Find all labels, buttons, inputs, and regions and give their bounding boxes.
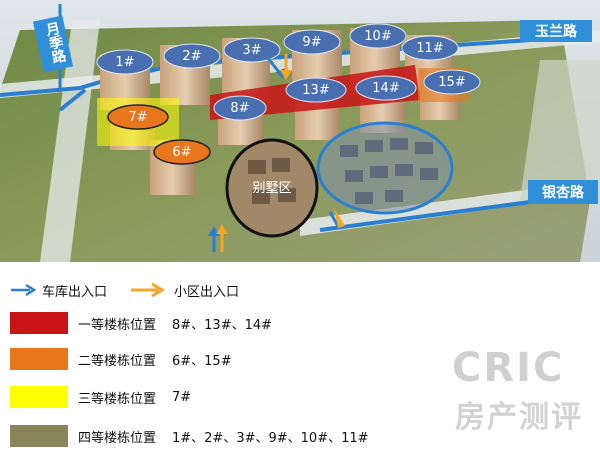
community-entrance-label: 小区出入口	[174, 285, 240, 300]
tier-legend-row-1: 一等楼栋位置 8#、13#、14#	[0, 311, 600, 335]
villa-blocks	[248, 138, 438, 204]
tier2-swatch	[10, 348, 68, 370]
community-arrow-icon	[131, 282, 165, 298]
tier3-label: 三等楼栋位置	[78, 391, 157, 407]
building-6-label: 6#	[172, 145, 191, 160]
road-sign-yueji	[32, 15, 74, 73]
road-label-yuelan: 玉兰路	[535, 23, 578, 40]
building-8-marker	[213, 95, 267, 121]
building-14-label: 14#	[372, 81, 399, 96]
tier-legend-row-3: 三等楼栋位置 7#	[0, 385, 600, 409]
building-3-label: 3#	[242, 43, 261, 58]
building-9-marker	[283, 29, 341, 55]
building-11-marker	[401, 35, 459, 61]
tier-legend-row-2: 二等楼栋位置 6#、15#	[0, 347, 600, 371]
building-7-label: 7#	[128, 110, 147, 125]
road-sign-yinxing	[528, 180, 598, 204]
site-plan-map: 1# 2# 3# 9# 10# 11# 13# 14# 15# 8# 7# 6#…	[0, 0, 600, 262]
tier2-buildings: 6#、15#	[172, 353, 232, 369]
building-7-marker	[107, 104, 169, 130]
building-1-marker	[96, 49, 154, 75]
building-15-marker	[423, 69, 481, 95]
tier-legend-row-4: 四等楼栋位置 1#、2#、3#、9#、10#、11#	[0, 424, 600, 448]
boundary-west-stub	[58, 88, 87, 112]
tier2-label: 二等楼栋位置	[78, 353, 157, 369]
building-15-label: 15#	[438, 75, 465, 90]
building-13-marker	[285, 77, 347, 103]
tier1-label: 一等楼栋位置	[78, 317, 157, 333]
building-1-label: 1#	[115, 55, 134, 70]
tier4-buildings: 1#、2#、3#、9#、10#、11#	[172, 430, 369, 446]
building-8-label: 8#	[230, 101, 249, 116]
tier3-swatch	[10, 386, 68, 408]
villa-area-label: 别墅区	[252, 181, 291, 196]
arrow-legend-row: 车库出入口 小区出入口	[0, 278, 600, 302]
building-11-label: 11#	[416, 41, 443, 56]
garage-arrow-icon	[11, 283, 36, 297]
road-sign-yuelan	[520, 20, 592, 42]
building-2-marker	[163, 43, 221, 69]
building-2-label: 2#	[182, 49, 201, 64]
road-label-yinxing: 银杏路	[542, 184, 585, 201]
tier1-buildings: 8#、13#、14#	[172, 317, 273, 333]
road-yueji	[40, 20, 100, 262]
garage-entrance-label: 车库出入口	[42, 285, 108, 300]
tier3-buildings: 7#	[172, 389, 192, 405]
map-arrows	[208, 54, 345, 252]
building-13-label: 13#	[302, 83, 329, 98]
building-6-marker	[153, 139, 211, 165]
tier4-label: 四等楼栋位置	[78, 430, 157, 446]
watermark-cric: CRIC	[452, 345, 565, 391]
building-10-label: 10#	[364, 29, 391, 44]
right-campus	[520, 60, 600, 200]
building-9-label: 9#	[302, 35, 321, 50]
building-3-marker	[223, 37, 281, 63]
watermark-cric-subtitle: 房产测评	[455, 400, 583, 435]
building-14-marker	[355, 75, 417, 101]
boundary-south	[319, 196, 561, 232]
tier1-swatch	[10, 312, 68, 334]
building-10-marker	[349, 23, 407, 49]
tier4-swatch	[10, 425, 68, 447]
